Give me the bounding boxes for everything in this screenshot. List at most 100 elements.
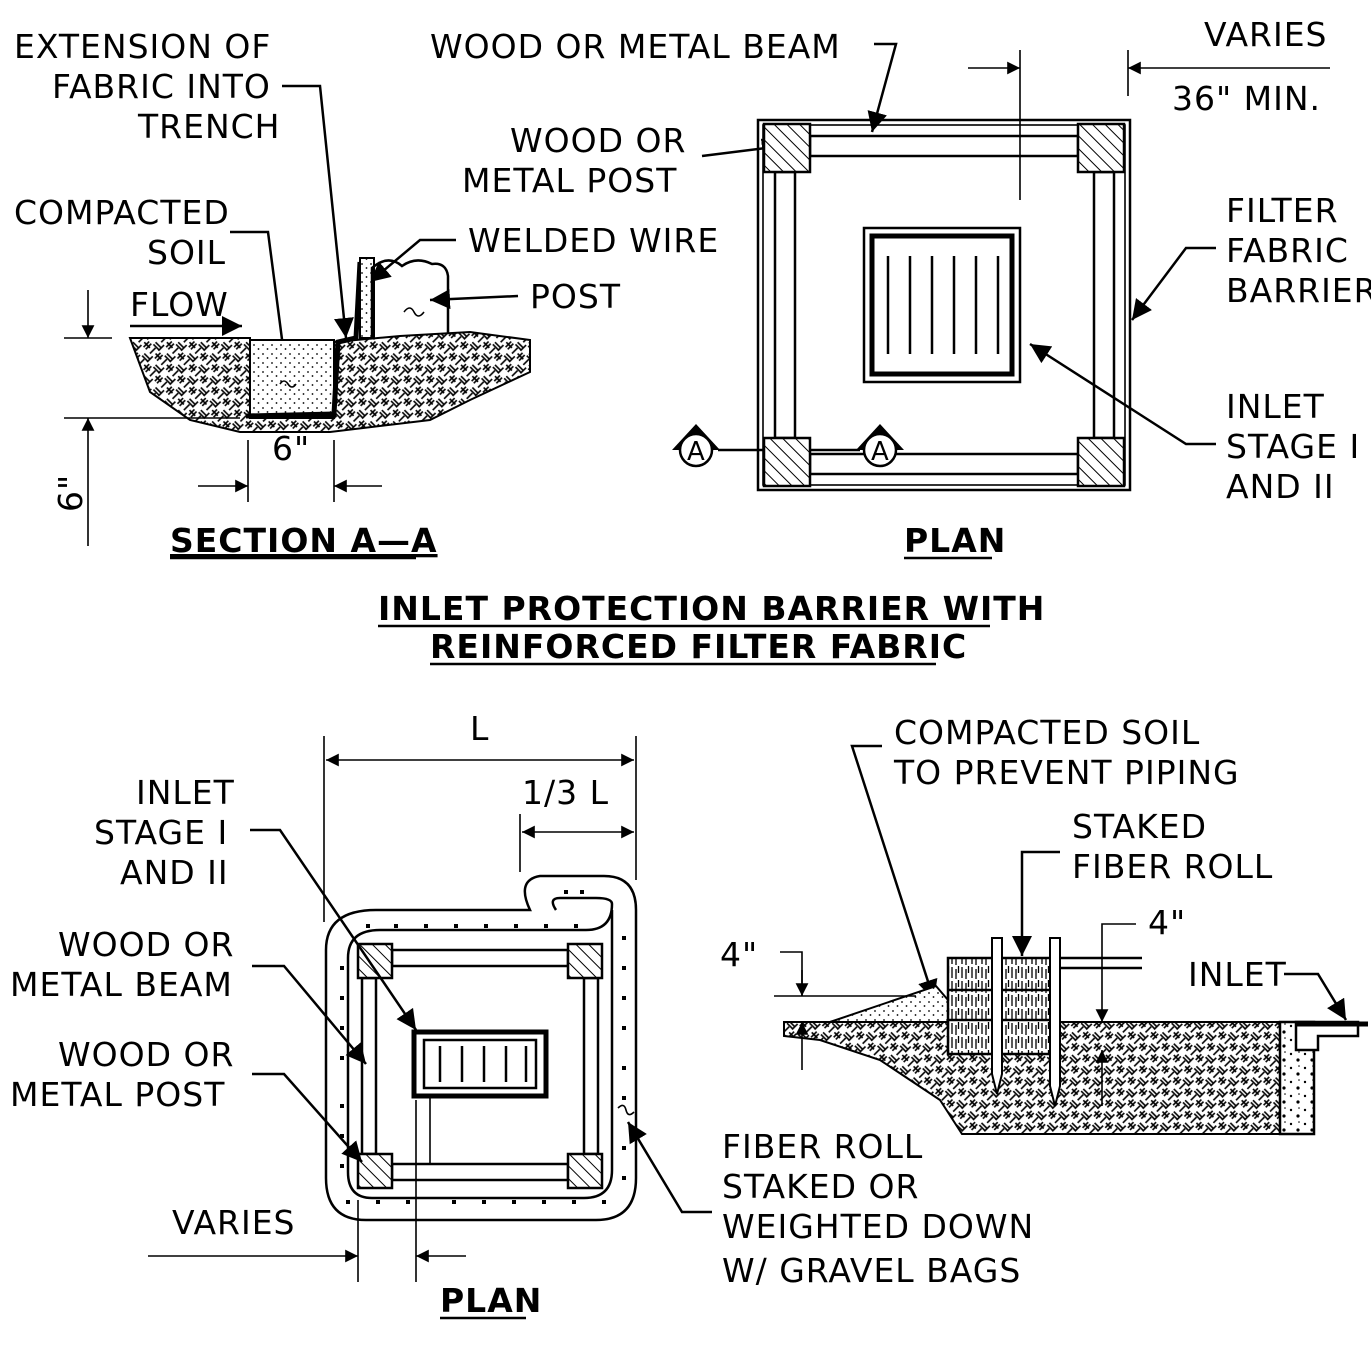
bottom-beam-label-line1: WOOD OR: [58, 925, 234, 964]
bottom-beam-leader: [252, 964, 367, 1065]
bottom-beam-top: [390, 948, 570, 968]
section-marker-left: A: [672, 424, 764, 468]
bottom-post-bottom-left: [356, 1152, 394, 1190]
compacted-soil-label-line2: SOIL: [147, 233, 226, 272]
section-marker-right-letter: A: [871, 437, 890, 467]
fiber-roll-leader: [626, 1121, 712, 1214]
stake-left: [991, 937, 1003, 1095]
dim-third-label: 1/3 L: [522, 773, 609, 812]
bottom-beam-left: [360, 976, 378, 1156]
filter-fabric-section: [245, 261, 363, 419]
compacted-label-line1: COMPACTED SOIL: [894, 713, 1200, 752]
extension-label-line2: FABRIC INTO: [52, 67, 271, 106]
bottom-post-label-line2: METAL POST: [10, 1075, 225, 1114]
compacted-soil-label-line1: COMPACTED: [14, 193, 230, 232]
dim-left-leader: [780, 951, 803, 996]
inlet-label-line2: STAGE I: [1226, 427, 1360, 466]
bottom-beam-right: [582, 976, 600, 1156]
dim-right-leader: [1095, 923, 1136, 1022]
bottom-post-top-left: [356, 942, 394, 980]
dim-right-label: 4": [1148, 903, 1186, 942]
beam-right: [1092, 170, 1116, 440]
bottom-inlet-label-line1: INLET: [136, 773, 235, 812]
section-aa-title: SECTION A—A: [170, 521, 438, 560]
fiber-roll-symbol: [617, 1104, 635, 1116]
inlet-section-leader: [1284, 972, 1348, 1021]
compacted-leader: [850, 744, 938, 1001]
main-title-line1: INLET PROTECTION BARRIER WITH: [378, 589, 1045, 628]
compacted-wedge: [829, 984, 949, 1023]
inlet-grate: [869, 233, 1015, 377]
section-fiber-roll: COMPACTED SOIL TO PREVENT PIPING STAKED …: [720, 713, 1368, 1136]
post-leader: [429, 289, 519, 310]
beam-leader: [867, 42, 898, 133]
section-marker-left-letter: A: [687, 437, 706, 467]
bottom-beam-label-line2: METAL BEAM: [10, 965, 233, 1004]
fabric-inner-line: [762, 124, 1126, 486]
bottom-post-label-line1: WOOD OR: [58, 1035, 234, 1074]
flow-label: FLOW: [130, 285, 229, 324]
inlet-grate-bars: [886, 256, 1000, 354]
dim-l-label: L: [470, 709, 489, 748]
inlet-label-line1: INLET: [1226, 387, 1325, 426]
post-label: POST: [530, 277, 621, 316]
plan-bottom-title: PLAN: [440, 1281, 542, 1320]
compacted-label-line2: TO PREVENT PIPING: [893, 753, 1240, 792]
compacted-soil-fill: [249, 339, 335, 417]
fiber-roll-plan-outer: [324, 874, 638, 1222]
extension-leader: [282, 84, 354, 339]
ground-section-aa: [128, 330, 531, 433]
bottom-inlet-label-line3: AND II: [120, 853, 229, 892]
bottom-post-leader: [252, 1072, 363, 1163]
bottom-inlet-label-line2: STAGE I: [94, 813, 228, 852]
bottom-post-bottom-right: [566, 1152, 604, 1190]
beam-label: WOOD OR METAL BEAM: [430, 27, 841, 66]
post-top-left: [762, 122, 812, 174]
post-top-right: [1076, 122, 1126, 174]
depth-dimension: 6": [51, 474, 90, 512]
plan-bottom: L 1/3 L: [10, 709, 1033, 1320]
fabric-outer-line: [756, 118, 1132, 492]
fiber-roll-dots: [340, 890, 626, 1204]
varies-label: VARIES: [1204, 15, 1328, 54]
fabric-label-line1: FILTER: [1226, 191, 1339, 230]
fabric-leader: [1131, 246, 1216, 321]
bottom-inlet-leader: [250, 828, 418, 1031]
bottom-post-top-right: [566, 942, 604, 980]
compacted-soil-leader: [230, 230, 288, 371]
staked-label-line1: STAKED: [1072, 807, 1207, 846]
fiber-roll-plan-inner: [380, 896, 614, 932]
welded-wire-leader: [369, 238, 456, 283]
bottom-inlet-grate: [422, 1038, 538, 1090]
width-dimension: 6": [272, 429, 310, 468]
bottom-inlet-bars: [438, 1046, 528, 1082]
beam-top: [808, 134, 1080, 158]
bottom-inlet-frame: [411, 1029, 549, 1099]
post-label-line1: WOOD OR: [510, 121, 686, 160]
plan-top-title: PLAN: [904, 521, 1006, 560]
post-break-symbol: [403, 307, 425, 317]
bottom-beam-bottom: [390, 1162, 570, 1182]
dim-left-label: 4": [720, 935, 758, 974]
fiber-roll-label-line2: STAKED OR: [722, 1167, 919, 1206]
plan-top: WOOD OR METAL BEAM WOOD OR METAL POST VA…: [430, 15, 1371, 560]
fiber-roll-label-line1: FIBER ROLL: [722, 1127, 923, 1166]
post-label-line2: METAL POST: [462, 161, 677, 200]
staked-label-line2: FIBER ROLL: [1072, 847, 1273, 886]
inlet-label-line3: AND II: [1226, 467, 1335, 506]
section-marker-right: A: [810, 424, 904, 468]
stake-right: [1049, 937, 1061, 1107]
post-bottom-right: [1076, 436, 1126, 488]
post-bottom-left: [762, 436, 812, 488]
extension-label-line1: EXTENSION OF: [14, 27, 271, 66]
soil-symbol: [279, 380, 297, 388]
section-aa: EXTENSION OF FABRIC INTO TRENCH COMPACTE…: [14, 27, 719, 560]
inlet-leader: [1029, 342, 1216, 446]
bottom-varies-label: VARIES: [172, 1203, 296, 1242]
welded-wire-label: WELDED WIRE: [468, 221, 719, 260]
min-label: 36" MIN.: [1172, 79, 1321, 118]
post-section: [370, 259, 450, 338]
beam-left: [773, 170, 797, 440]
beam-bottom: [808, 452, 1080, 476]
